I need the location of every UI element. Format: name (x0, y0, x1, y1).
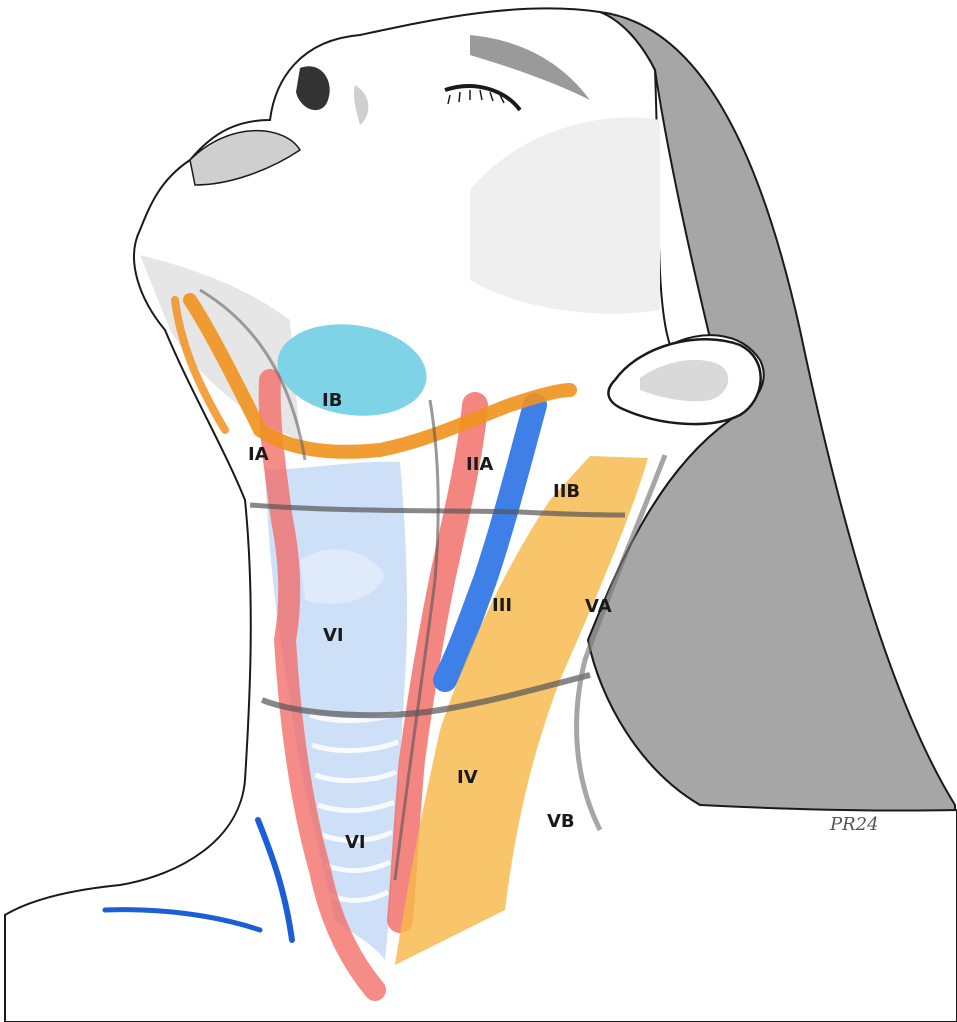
level-vi-upper-label: VI (323, 625, 344, 646)
level-iib-label: IIB (553, 481, 580, 502)
artist-signature: PR24 (829, 814, 879, 835)
level-iia-label: IIA (466, 454, 493, 475)
level-va-label: VA (585, 596, 612, 617)
level-ib-label: IB (322, 390, 342, 411)
level-vi-lower-label: VI (345, 832, 366, 853)
level-vb-label: VB (547, 811, 575, 832)
level-iv-label: IV (457, 767, 478, 788)
level-iii-label: III (492, 595, 512, 616)
level-ia-label: IA (248, 444, 269, 465)
